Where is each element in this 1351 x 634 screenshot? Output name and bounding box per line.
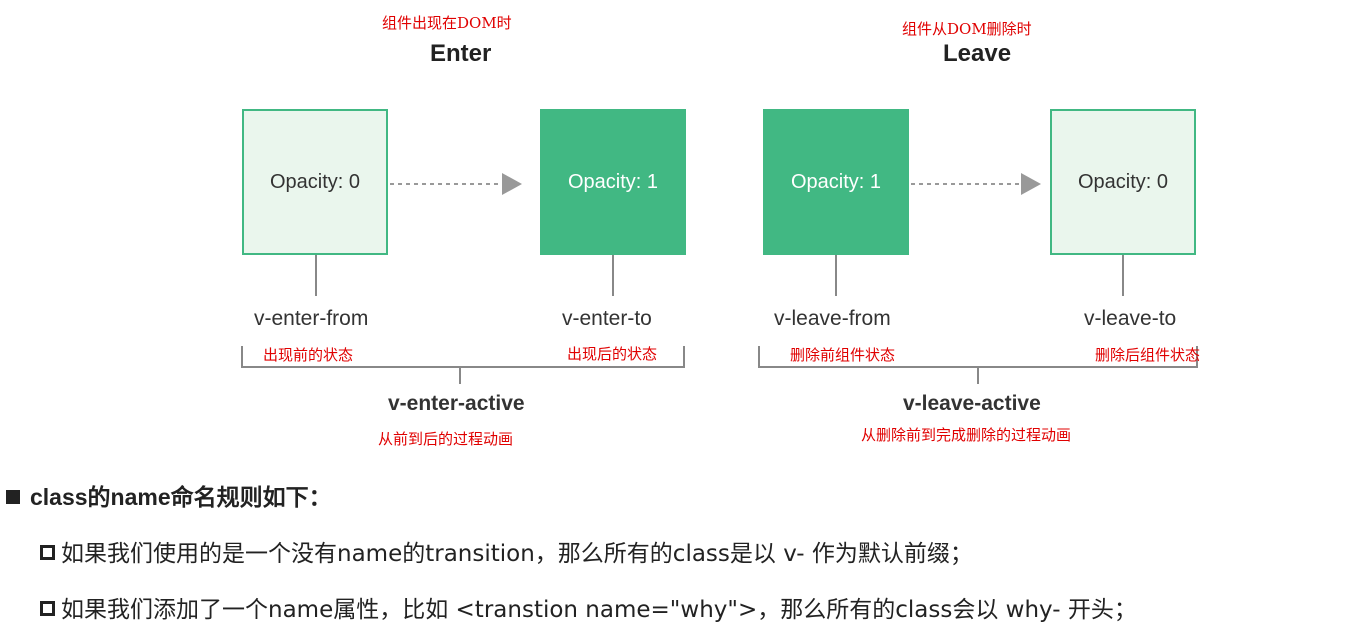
enter-to-box-label: Opacity: 1 <box>567 170 659 193</box>
leave-title: Leave <box>943 40 1012 67</box>
enter-from-note: 出现前的状态 <box>263 346 354 364</box>
rule-item-2: 如果我们添加了一个name属性，比如 <transtion name="why"… <box>40 590 1137 624</box>
rules-title-text: class的name命名规则如下： <box>30 484 332 510</box>
leave-arrow-head <box>1021 173 1041 195</box>
rule-item-2-text: 如果我们添加了一个name属性，比如 <transtion name="why"… <box>61 597 1137 623</box>
leave-from-box: Opacity: 1 <box>763 109 909 255</box>
enter-bracket <box>241 346 685 368</box>
enter-from-box: Opacity: 0 <box>242 109 388 255</box>
enter-to-note: 出现后的状态 <box>567 345 658 363</box>
leave-to-note: 删除后组件状态 <box>1095 346 1201 364</box>
leave-from-note: 删除前组件状态 <box>790 346 896 364</box>
enter-active-note: 从前到后的过程动画 <box>378 430 514 448</box>
leave-to-box: Opacity: 0 <box>1050 109 1196 255</box>
hollow-square-bullet-icon <box>40 601 55 616</box>
enter-from-box-label: Opacity: 0 <box>269 170 361 193</box>
hollow-square-bullet-icon <box>40 545 55 560</box>
enter-caption: 组件出现在DOM时 <box>382 14 512 32</box>
leave-active-class: v-leave-active <box>903 392 1041 415</box>
leave-to-class: v-leave-to <box>1084 307 1177 330</box>
leave-active-note: 从删除前到完成删除的过程动画 <box>861 426 1072 444</box>
rule-item-1-text: 如果我们使用的是一个没有name的transition，那么所有的class是以… <box>61 541 973 567</box>
square-bullet-icon <box>6 489 20 504</box>
enter-active-class: v-enter-active <box>388 392 525 415</box>
enter-from-class: v-enter-from <box>254 307 369 330</box>
leave-to-box-label: Opacity: 0 <box>1077 170 1169 193</box>
leave-from-class: v-leave-from <box>774 307 891 330</box>
rules-title: class的name命名规则如下： <box>6 478 332 512</box>
enter-title: Enter <box>430 40 492 67</box>
enter-arrow-head <box>502 173 522 195</box>
rule-item-1: 如果我们使用的是一个没有name的transition，那么所有的class是以… <box>40 534 973 568</box>
enter-to-box: Opacity: 1 <box>540 109 686 255</box>
enter-to-class: v-enter-to <box>562 307 652 330</box>
leave-from-box-label: Opacity: 1 <box>790 170 882 193</box>
leave-caption: 组件从DOM删除时 <box>902 20 1032 38</box>
